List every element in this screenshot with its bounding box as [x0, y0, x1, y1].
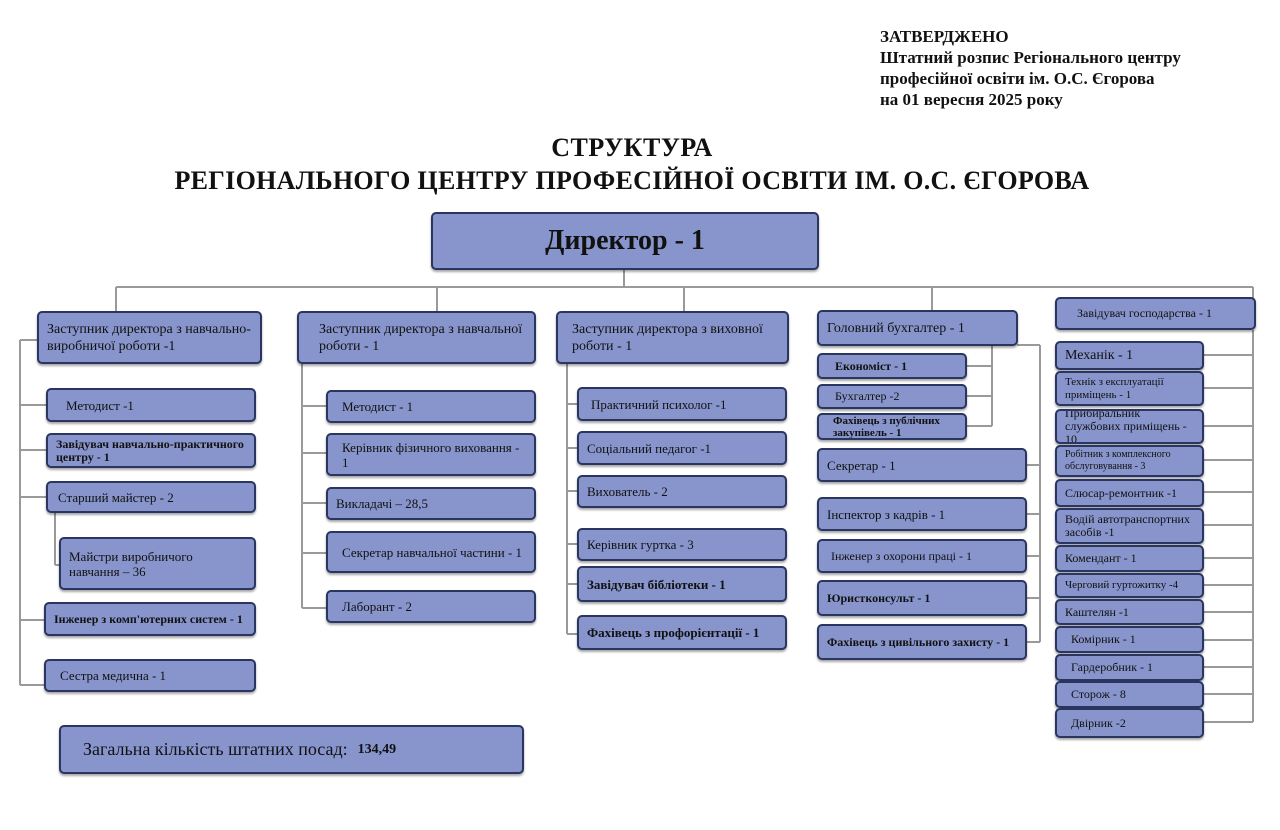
col5-item-7: Комендант - 1	[1055, 545, 1204, 572]
col2-item-3: Викладачі – 28,5	[326, 487, 536, 520]
total-label: Загальна кількість штатних посад:	[83, 739, 348, 759]
approval-line-4: на 01 вересня 2025 року	[880, 90, 1063, 109]
col5-item-13: Двірник -2	[1055, 708, 1204, 738]
col3-head: Заступник директора з виховної роботи - …	[556, 311, 789, 364]
col5-item-8: Черговий гуртожитку -4	[1055, 573, 1204, 598]
approval-line-1: ЗАТВЕРДЖЕНО	[880, 27, 1009, 46]
col1-item-4: Майстри виробничого навчання – 36	[59, 537, 256, 590]
col4-item-1: Секретар - 1	[817, 448, 1027, 482]
diagram-subtitle: РЕГІОНАЛЬНОГО ЦЕНТРУ ПРОФЕСІЙНОЇ ОСВІТИ …	[174, 166, 1090, 195]
col4-item-2: Інспектор з кадрів - 1	[817, 497, 1027, 531]
col5-item-5: Слюсар-ремонтник -1	[1055, 479, 1204, 507]
col5-item-1: Механік - 1	[1055, 341, 1204, 370]
diagram-title: СТРУКТУРА	[551, 133, 713, 162]
col4-item-3: Інженер з охорони праці - 1	[817, 539, 1027, 573]
col1-item-2: Завідувач навчально-практичного центру -…	[46, 433, 256, 468]
col3-item-2: Соціальний педагог -1	[577, 431, 787, 465]
col2-head: Заступник директора з навчальної роботи …	[297, 311, 536, 364]
col5-item-3: Прибиральник службових приміщень - 10	[1055, 409, 1204, 444]
approval-line-2: Штатний розпис Регіонального центру	[880, 48, 1181, 67]
col1-item-3: Старший майстер - 2	[46, 481, 256, 513]
director-box: Директор - 1	[431, 212, 819, 270]
col4-item-4: Юристконсульт - 1	[817, 580, 1027, 616]
col3-item-4: Керівник гуртка - 3	[577, 528, 787, 561]
col4-item-5: Фахівець з цивільного захисту - 1	[817, 624, 1027, 660]
col5-item-9: Каштелян -1	[1055, 599, 1204, 625]
col5-item-10: Комірник - 1	[1055, 626, 1204, 653]
col5-item-2: Технік з експлуатації приміщень - 1	[1055, 371, 1204, 406]
approval-stamp: ЗАТВЕРДЖЕНО Штатний розпис Регіонального…	[880, 26, 1270, 110]
col4-sub-3: Фахівець з публічних закупівель - 1	[817, 413, 967, 440]
total-value: 134,49	[357, 742, 397, 757]
col3-item-5: Завідувач бібліотеки - 1	[577, 566, 787, 602]
director-label: Директор - 1	[545, 225, 705, 256]
col3-item-6: Фахівець з профорієнтації - 1	[577, 615, 787, 650]
approval-line-3: професійної освіти ім. О.С. Єгорова	[880, 69, 1155, 88]
col2-item-5: Лаборант - 2	[326, 590, 536, 623]
col5-item-4: Робітник з комплексного обслуговування -…	[1055, 445, 1204, 477]
col3-item-3: Вихователь - 2	[577, 475, 787, 508]
col4-sub-1: Економіст - 1	[817, 353, 967, 379]
col4-sub-2: Бухгалтер -2	[817, 384, 967, 409]
col1-item-5: Інженер з комп'ютерних систем - 1	[44, 602, 256, 636]
col2-item-2: Керівник фізичного виховання - 1	[326, 433, 536, 476]
col5-head: Завідувач господарства - 1	[1055, 297, 1256, 330]
col5-item-12: Сторож - 8	[1055, 681, 1204, 708]
col1-item-6: Сестра медична - 1	[44, 659, 256, 692]
col1-head: Заступник директора з навчально-виробнич…	[37, 311, 262, 364]
col5-item-11: Гардеробник - 1	[1055, 654, 1204, 681]
col2-item-1: Методист - 1	[326, 390, 536, 423]
total-box: Загальна кількість штатних посад: 134,49	[59, 725, 524, 774]
col5-item-6: Водій автотранспортних засобів -1	[1055, 508, 1204, 544]
col1-item-1: Методист -1	[46, 388, 256, 422]
col3-item-1: Практичний психолог -1	[577, 387, 787, 421]
col2-item-4: Секретар навчальної частини - 1	[326, 531, 536, 573]
col4-head: Головний бухгалтер - 1	[817, 310, 1018, 346]
